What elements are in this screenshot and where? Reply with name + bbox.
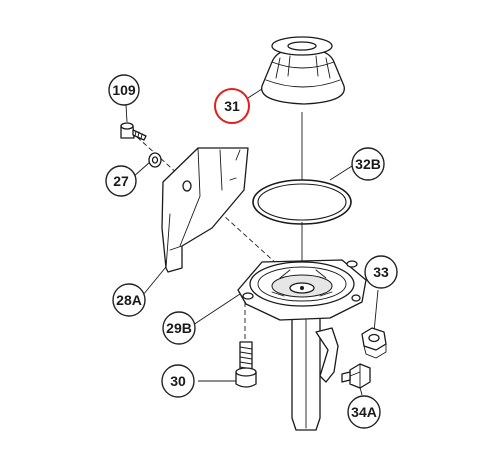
- callout-29B-circle: [162, 311, 196, 345]
- callout-33[interactable]: 33: [364, 255, 398, 289]
- part-27-washer: [148, 152, 162, 168]
- leader-27: [132, 161, 151, 178]
- callout-30[interactable]: 30: [161, 364, 195, 398]
- callout-32B[interactable]: 32B: [351, 147, 385, 181]
- part-28A-bracket: [161, 147, 249, 273]
- part-32B-o-ring: [252, 179, 352, 225]
- leader-32B: [329, 165, 353, 181]
- callout-34A-circle: [347, 395, 381, 429]
- callout-32B-circle: [351, 147, 385, 181]
- callout-109[interactable]: 109: [108, 74, 140, 106]
- callout-109-circle: [108, 74, 140, 106]
- part-33-nut: [361, 327, 387, 359]
- callout-30-circle: [161, 364, 195, 398]
- callout-33-circle: [364, 255, 398, 289]
- callout-33-label: 33: [373, 264, 389, 280]
- callout-32B-label: 32B: [355, 156, 381, 172]
- callout-27-label: 27: [113, 173, 129, 189]
- callout-29B[interactable]: 29B: [162, 311, 196, 345]
- callout-28A-label: 28A: [116, 292, 142, 308]
- callout-34A[interactable]: 34A: [347, 395, 381, 429]
- leader-109: [125, 104, 128, 123]
- part-29B-housing: [237, 259, 367, 431]
- callout-27-circle: [105, 165, 137, 197]
- callout-31-label: 31: [224, 98, 240, 114]
- part-109-screw: [120, 122, 147, 141]
- callout-27[interactable]: 27: [105, 165, 137, 197]
- callout-28A-circle: [112, 283, 146, 317]
- part-30-bolt: [235, 341, 257, 388]
- callout-30-label: 30: [170, 373, 186, 389]
- leader-29B: [192, 293, 241, 326]
- callout-28A[interactable]: 28A: [112, 283, 146, 317]
- part-31-cap: [261, 36, 345, 105]
- callout-31[interactable]: 31: [214, 88, 250, 124]
- callout-29B-label: 29B: [166, 320, 192, 336]
- part-34A-connector: [341, 363, 371, 389]
- callout-109-label: 109: [112, 82, 136, 98]
- leader-33: [373, 289, 379, 333]
- callout-31-circle-highlighted: [214, 88, 250, 124]
- callout-34A-label: 34A: [351, 404, 377, 420]
